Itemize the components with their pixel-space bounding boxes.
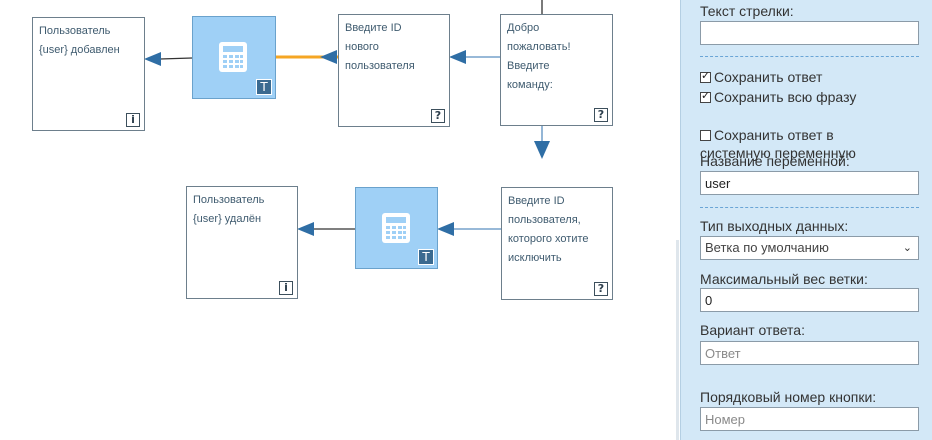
button-order-label: Порядковый номер кнопки:	[700, 389, 877, 405]
node-enter-delete-id[interactable]: Введите ID пользователя, которого хотите…	[501, 187, 613, 300]
divider	[700, 56, 919, 57]
arrowhead-user-added	[144, 52, 161, 66]
var-name-label: Название переменной:	[700, 153, 850, 169]
answer-variant-input[interactable]	[700, 341, 919, 365]
max-weight-input[interactable]	[700, 288, 919, 312]
node-user-deleted[interactable]: Пользователь {user} удалён i	[186, 186, 298, 299]
calculator-icon	[382, 213, 410, 243]
calculator-icon	[219, 42, 247, 72]
arrowhead-user-deleted	[297, 222, 314, 236]
calculator-node-delete[interactable]: T	[355, 187, 438, 269]
answer-variant-label: Вариант ответа:	[700, 322, 805, 338]
checkmark-icon: ✓	[701, 89, 711, 102]
node-welcome[interactable]: Добро пожаловать! Введите команду: ?	[500, 14, 613, 126]
var-name-input[interactable]	[700, 171, 919, 195]
arrowhead-calc2	[437, 222, 454, 236]
text-type-icon[interactable]: T	[418, 249, 434, 265]
checkbox-box[interactable]: ✓	[700, 69, 711, 83]
divider	[700, 207, 919, 208]
node-text: Введите ID нового пользователя	[345, 22, 415, 72]
arrow-text-label: Текст стрелки:	[700, 3, 794, 19]
output-type-label: Тип выходных данных:	[700, 218, 849, 234]
button-order-input[interactable]	[700, 407, 919, 431]
node-text: Пользователь {user} добавлен	[39, 25, 120, 56]
save-phrase-checkbox[interactable]: ✓Сохранить всю фразу	[700, 88, 856, 106]
node-text: Пользователь {user} удалён	[193, 194, 265, 225]
output-type-value: Ветка по умолчанию	[705, 240, 829, 255]
question-icon[interactable]: ?	[594, 282, 608, 296]
chevron-down-icon: ⌄	[902, 241, 912, 254]
node-user-added[interactable]: Пользователь {user} добавлен i	[32, 17, 145, 131]
save-answer-label: Сохранить ответ	[714, 69, 823, 85]
save-phrase-label: Сохранить всю фразу	[714, 89, 857, 105]
arrowhead-calc1	[320, 50, 337, 64]
question-icon[interactable]: ?	[594, 108, 608, 122]
properties-panel: Текст стрелки: ✓Сохранить ответ ✓Сохрани…	[680, 0, 932, 440]
output-type-select[interactable]: Ветка по умолчанию ⌄	[700, 236, 919, 260]
flow-canvas[interactable]: Пользователь {user} добавлен i T Введите…	[0, 0, 676, 440]
arrow-text-input[interactable]	[700, 21, 919, 45]
info-icon[interactable]: i	[279, 281, 293, 295]
checkmark-icon: ✓	[701, 69, 711, 82]
calculator-node-add[interactable]: T	[192, 16, 276, 99]
text-type-icon[interactable]: T	[256, 79, 272, 95]
node-text: Введите ID пользователя, которого хотите…	[508, 195, 589, 264]
checkbox-box[interactable]: ✓	[700, 89, 711, 103]
canvas-scrollbar[interactable]	[676, 240, 679, 440]
arrowhead-new-id	[449, 50, 466, 64]
node-text: Добро пожаловать! Введите команду:	[507, 22, 571, 91]
save-answer-checkbox[interactable]: ✓Сохранить ответ	[700, 68, 822, 86]
save-sysvar-checkbox[interactable]: Сохранить ответ в системную переменную	[700, 108, 856, 162]
flow-links	[144, 0, 550, 236]
max-weight-label: Максимальный вес ветки:	[700, 271, 868, 287]
link-calc1-to-user-added	[159, 57, 193, 60]
info-icon[interactable]: i	[126, 113, 140, 127]
arrowhead-delete-id	[534, 141, 550, 159]
save-sysvar-label: Сохранить ответ в системную переменную	[700, 127, 856, 161]
node-enter-new-id[interactable]: Введите ID нового пользователя ?	[338, 14, 450, 127]
question-icon[interactable]: ?	[431, 109, 445, 123]
checkbox-box[interactable]	[700, 130, 711, 141]
